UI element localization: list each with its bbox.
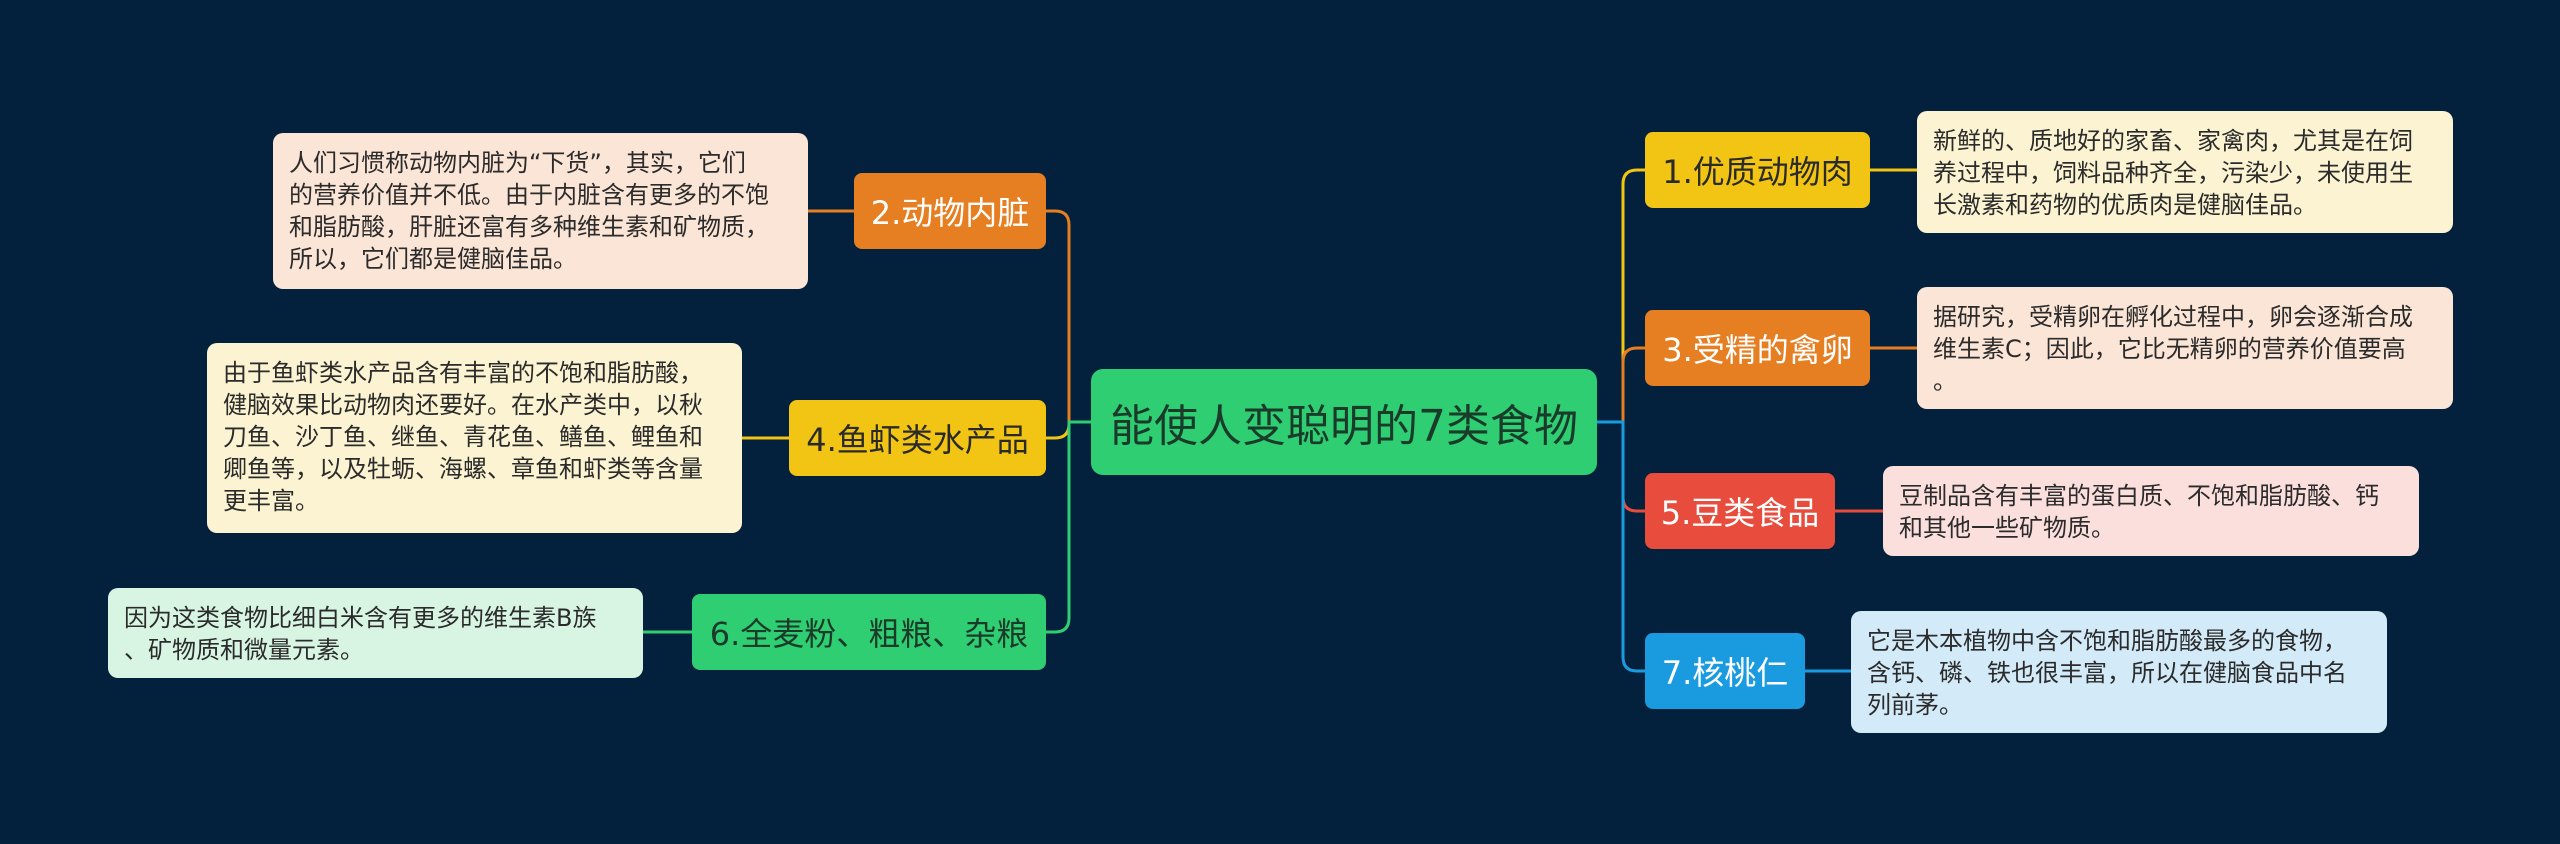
note-organ-meat: 人们习惯称动物内脏为“下货”，其实，它们的营养价值并不低。由于内脏含有更多的不饱… (273, 133, 808, 289)
branch-seafood[interactable]: 4.鱼虾类水产品 (789, 400, 1046, 476)
branch-soy-foods[interactable]: 5.豆类食品 (1645, 473, 1835, 549)
note-fertilized-eggs: 据研究，受精卵在孵化过程中，卵会逐渐合成维生素C；因此，它比无精卵的营养价值要高… (1917, 287, 2453, 409)
note-seafood: 由于鱼虾类水产品含有丰富的不饱和脂肪酸，健脑效果比动物肉还要好。在水产类中，以秋… (207, 343, 742, 533)
branch-whole-grains[interactable]: 6.全麦粉、粗粮、杂粮 (692, 594, 1046, 670)
note-walnut: 它是木本植物中含不饱和脂肪酸最多的食物，含钙、磷、铁也很丰富，所以在健脑食品中名… (1851, 611, 2387, 733)
root-topic[interactable]: 能使人变聪明的7类食物 (1091, 369, 1597, 475)
note-whole-grains: 因为这类食物比细白米含有更多的维生素B族、矿物质和微量元素。 (108, 588, 643, 678)
branch-quality-meat[interactable]: 1.优质动物肉 (1645, 132, 1870, 208)
connector-root-branch (1046, 420, 1091, 634)
connector-root-branch (1046, 209, 1091, 424)
note-soy-foods: 豆制品含有丰富的蛋白质、不饱和脂肪酸、钙和其他一些矿物质。 (1883, 466, 2419, 556)
connector-root-branch (1597, 420, 1645, 513)
branch-walnut[interactable]: 7.核桃仁 (1645, 633, 1805, 709)
connector-root-branch (1597, 168, 1645, 424)
branch-organ-meat[interactable]: 2.动物内脏 (854, 173, 1046, 249)
note-quality-meat: 新鲜的、质地好的家畜、家禽肉，尤其是在饲养过程中，饲料品种齐全，污染少，未使用生… (1917, 111, 2453, 233)
connector-root-branch (1597, 346, 1645, 424)
branch-fertilized-eggs[interactable]: 3.受精的禽卵 (1645, 310, 1870, 386)
connector-root-branch (1597, 420, 1645, 673)
